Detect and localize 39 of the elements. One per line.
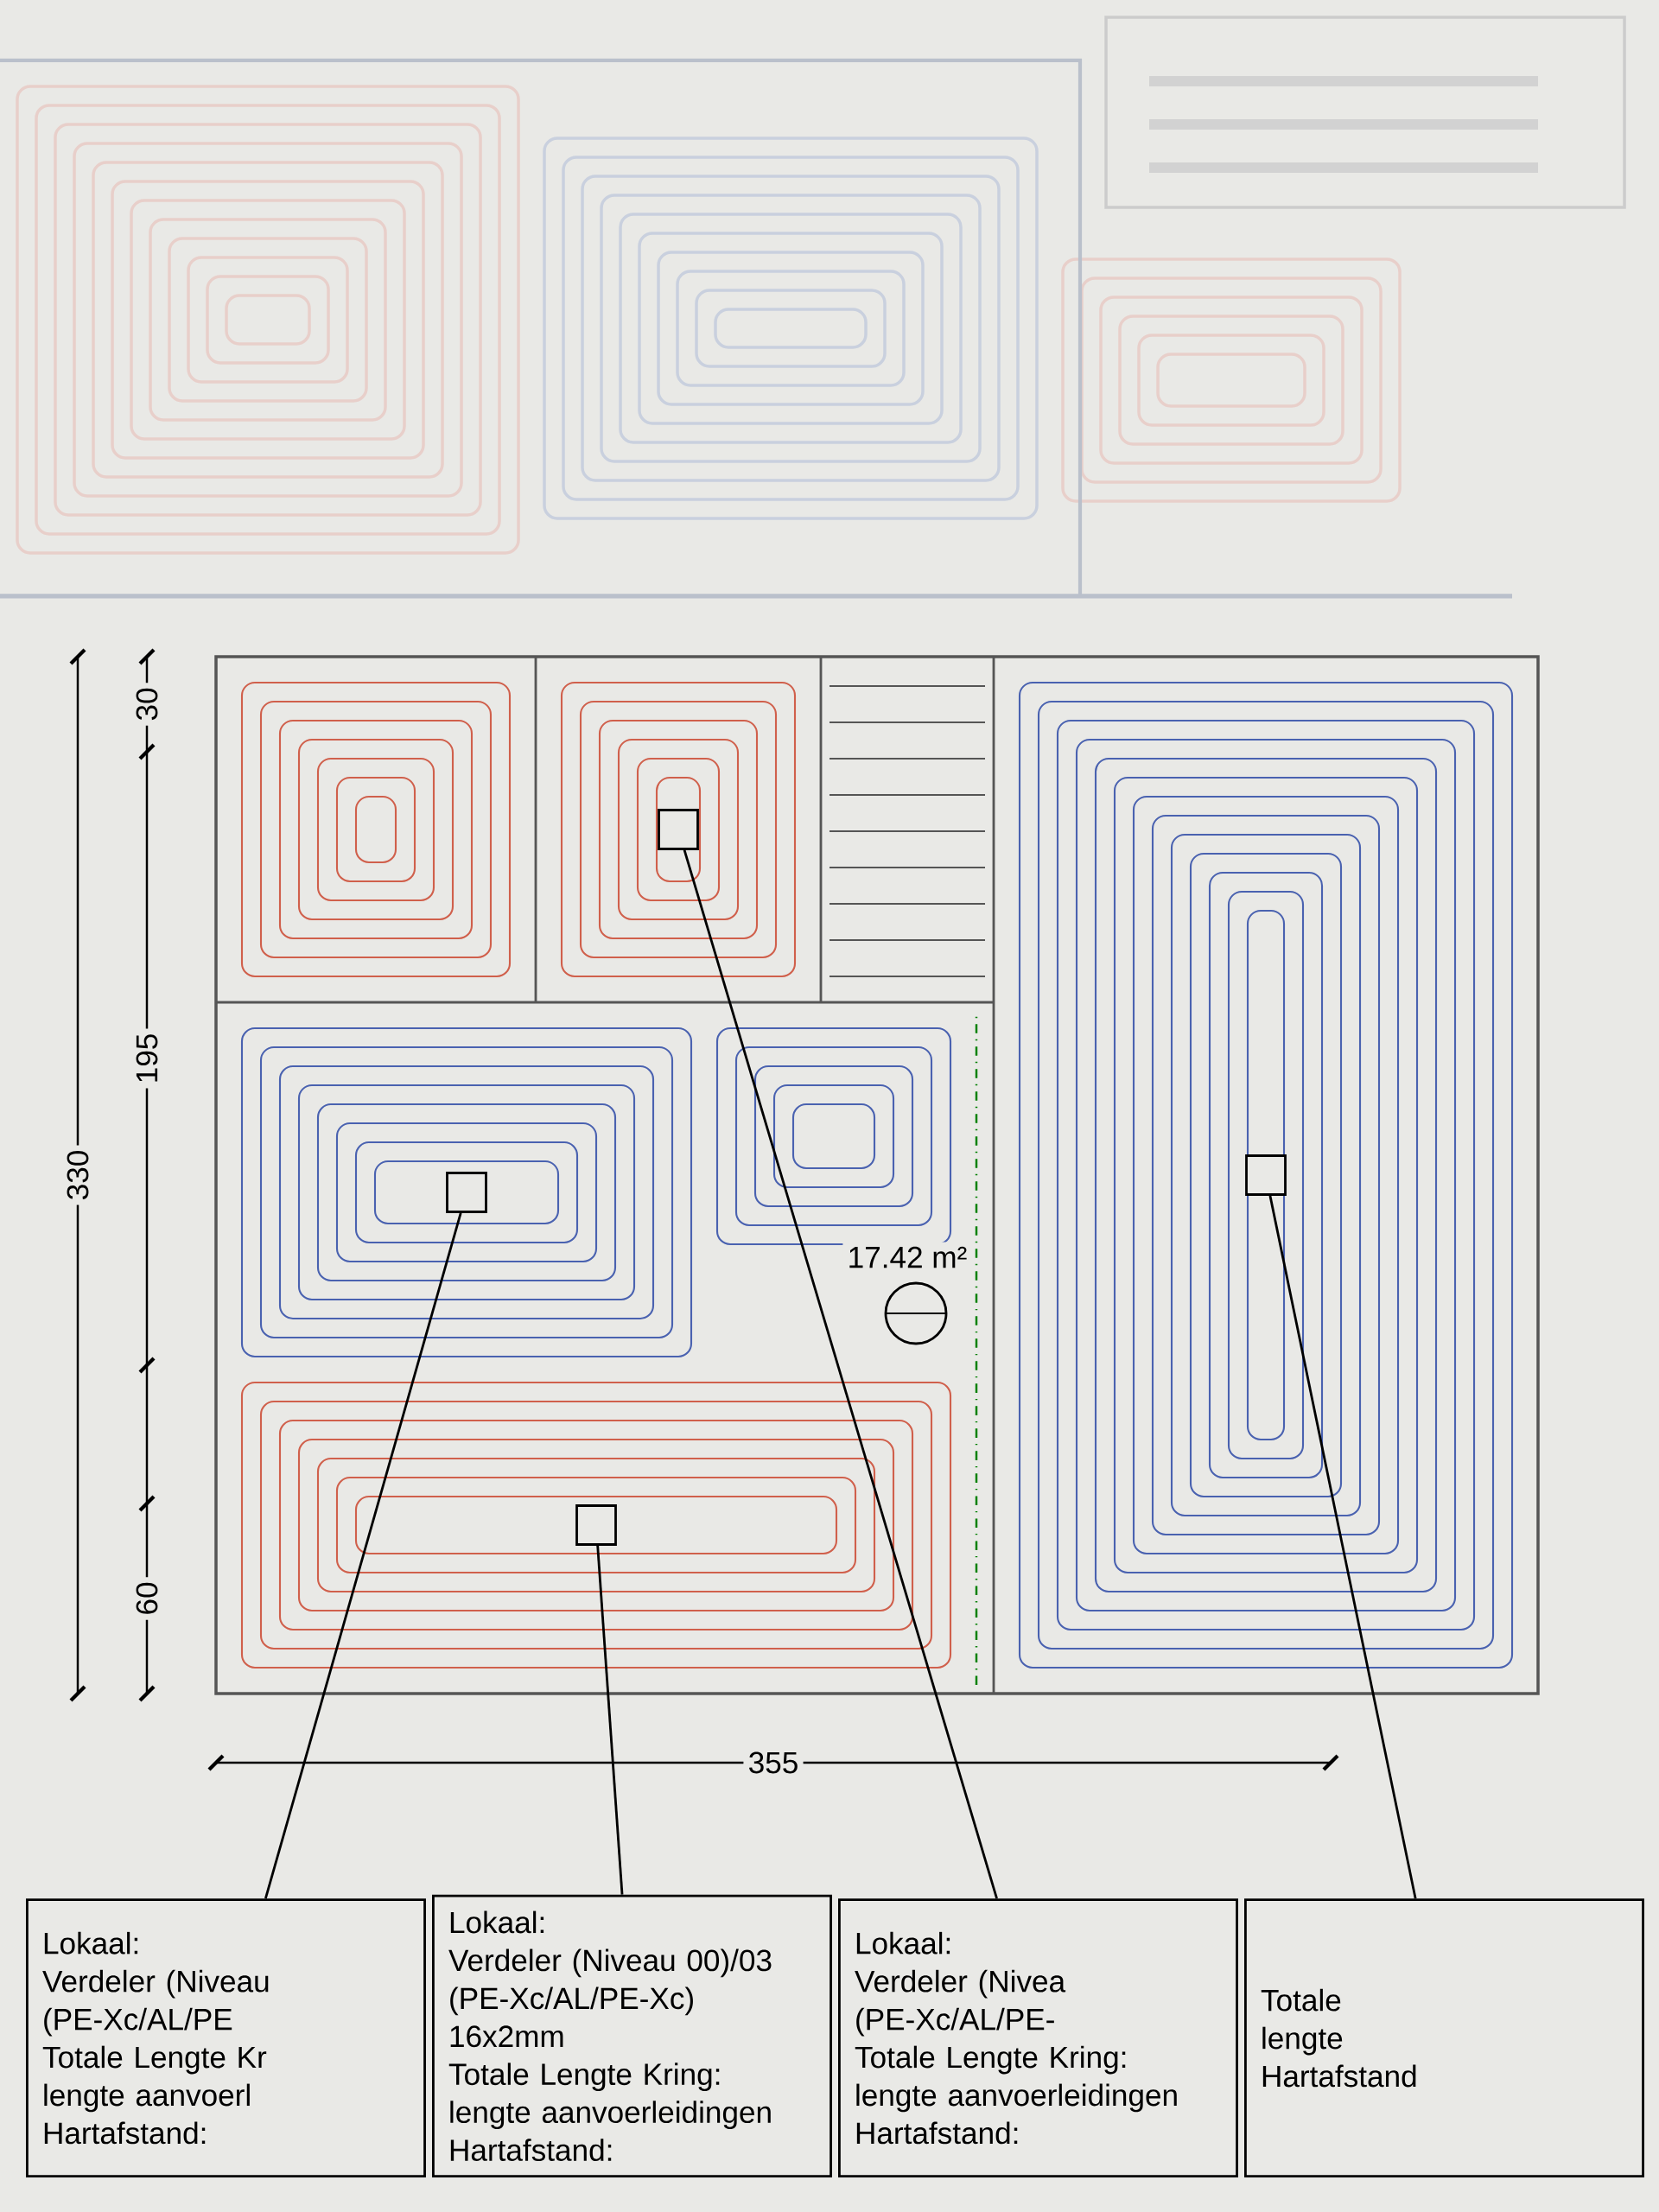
label-text: Verdeler (Nivea	[855, 1969, 1066, 1999]
dimension-label: 195	[131, 1028, 162, 1089]
label-box	[838, 1898, 1238, 2177]
label-box	[1244, 1898, 1644, 2177]
label-box	[26, 1898, 426, 2177]
label-text: lengte aanvoerl	[44, 2083, 250, 2113]
label-text: Lokaal:	[450, 1910, 544, 1934]
label-text: Lokaal:	[44, 1931, 138, 1955]
outlet-square	[658, 809, 699, 850]
label-text: lengte aanvoerleidingen	[856, 2083, 1177, 2113]
outlet-square	[1245, 1154, 1287, 1196]
dimension-label: 60	[131, 1577, 162, 1620]
label-text: Hartafstand:	[44, 2121, 206, 2145]
label-text: Totale Lengte Kring:	[855, 2045, 1126, 2075]
label-text: Hartafstand:	[856, 2121, 1018, 2145]
label-text: Verdeler (Niveau 00)/03	[448, 1948, 772, 1978]
label-text: (PE-Xc/AL/PE-	[856, 2007, 1054, 2037]
outlet-square	[575, 1504, 617, 1546]
label-text: (PE-Xc/AL/PE	[44, 2007, 232, 2037]
dimension-label: 30	[131, 683, 162, 726]
outlet-square	[446, 1172, 487, 1213]
label-text: Totale Lengte Kr	[42, 2045, 267, 2075]
dimension-label: 355	[743, 1747, 804, 1778]
label-text: Totale	[1261, 1988, 1341, 2012]
label-text: Hartafstand:	[450, 2139, 612, 2161]
label-box	[432, 1894, 832, 2177]
label-text: Verdeler (Niveau	[42, 1969, 269, 1999]
label-text: lengte	[1262, 2026, 1343, 2056]
label-text: lengte aanvoerleidingen	[450, 2101, 771, 2129]
leader-line	[264, 1212, 462, 1899]
leader-line	[683, 849, 998, 1899]
label-text: Lokaal:	[856, 1931, 950, 1955]
leader-line	[596, 1545, 624, 1895]
label-text: (PE-Xc/AL/PE-Xc) 16x2mm	[450, 1986, 693, 2048]
label-text: Totale Lengte Kring:	[448, 2063, 720, 2092]
leader-line	[1268, 1195, 1417, 1899]
area-label: 17.42 m²	[842, 1242, 972, 1273]
label-text: Hartafstand	[1262, 2064, 1416, 2088]
dimension-label: 330	[62, 1145, 93, 1205]
